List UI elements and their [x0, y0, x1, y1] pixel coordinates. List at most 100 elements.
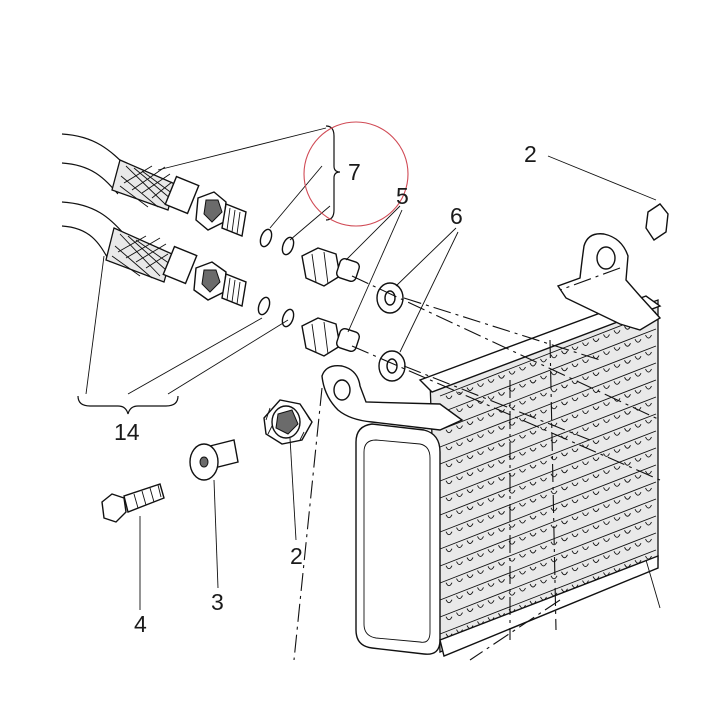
fin-wave: [445, 480, 453, 485]
fin-wave: [603, 487, 610, 491]
fin-wave: [571, 550, 579, 555]
fin-wave: [540, 477, 547, 482]
fin-wave: [550, 490, 558, 495]
fin-wave: [498, 477, 505, 481]
fin-wave: [603, 419, 610, 423]
fin-wave: [645, 385, 652, 390]
fin-wave: [498, 562, 505, 566]
fin-wave: [603, 504, 610, 508]
fin-wave: [477, 604, 484, 608]
fin-wave: [477, 536, 484, 540]
fin-wave: [540, 494, 547, 499]
fin-wave: [487, 379, 495, 383]
fin-wave: [445, 616, 453, 621]
fin-wave: [466, 421, 474, 425]
fin-wave: [613, 347, 621, 351]
fin-wave: [582, 529, 589, 534]
fin-wave: [603, 385, 610, 389]
fin-wave: [445, 531, 453, 536]
fin-wave: [582, 376, 589, 381]
fin-wave: [613, 381, 621, 385]
fin-wave: [634, 491, 642, 496]
fin-wave: [624, 479, 631, 483]
fin-wave: [466, 523, 474, 527]
fin-wave: [645, 521, 652, 526]
fin-wave: [466, 404, 474, 408]
lower-oil-hose: [61, 201, 247, 307]
fin-wave: [561, 469, 568, 474]
fin-wave: [603, 351, 610, 355]
assembly-center-lines: [293, 267, 661, 661]
fin-wave: [498, 494, 505, 498]
fin-wave: [571, 533, 579, 538]
fin-wave: [571, 499, 579, 504]
fin-wave: [456, 544, 463, 549]
fin-wave: [498, 460, 505, 464]
fin-wave: [613, 551, 621, 555]
fin-row: [439, 396, 657, 482]
fin-wave: [624, 394, 631, 398]
fin-wave: [519, 570, 526, 575]
fin-row: [439, 311, 657, 397]
fin-wave: [561, 571, 568, 576]
fin-wave: [519, 536, 526, 541]
fin-wave: [529, 532, 537, 537]
fin-wave: [582, 342, 589, 347]
fin-wave: [550, 371, 558, 376]
fin-wave: [645, 368, 652, 373]
fin-wave: [624, 360, 631, 364]
fin-row: [439, 379, 657, 465]
fin-wave: [487, 549, 495, 553]
fin-row: [439, 498, 657, 584]
fin-wave: [592, 440, 600, 444]
fin-wave: [634, 423, 642, 428]
fin-wave: [456, 425, 463, 430]
fin-wave: [603, 521, 610, 525]
fin-wave: [519, 587, 526, 592]
fin-wave: [529, 549, 537, 554]
fin-wave: [519, 434, 526, 439]
fin-wave: [613, 500, 621, 504]
fin-wave: [498, 426, 505, 430]
fin-wave: [529, 362, 537, 367]
fin-wave: [445, 497, 453, 502]
fin-wave: [571, 414, 579, 419]
fin-wave: [540, 545, 547, 550]
fin-wave: [645, 419, 652, 424]
fin-wave: [624, 377, 631, 381]
fin-wave: [592, 372, 600, 376]
fin-wave: [613, 466, 621, 470]
fin-wave: [487, 447, 495, 451]
callout-4: 4: [134, 611, 147, 637]
fin-wave: [487, 464, 495, 468]
fin-wave: [487, 583, 495, 587]
fin-wave: [445, 599, 453, 604]
fin-wave: [634, 525, 642, 530]
fin-wave: [477, 468, 484, 472]
fin-wave: [519, 553, 526, 558]
fin-wave: [540, 511, 547, 516]
fin-wave: [571, 482, 579, 487]
fin-wave: [550, 558, 558, 563]
fin-wave: [519, 451, 526, 456]
fin-wave: [561, 367, 568, 372]
fin-wave: [592, 338, 600, 342]
fin-wave: [645, 504, 652, 509]
fin-wave: [540, 443, 547, 448]
fin-wave: [603, 402, 610, 406]
fin-row: [439, 413, 657, 499]
fin-wave: [613, 330, 621, 334]
fin-wave: [477, 383, 484, 387]
fin-wave: [624, 462, 631, 466]
fin-wave: [519, 400, 526, 405]
fin-wave: [529, 396, 537, 401]
fin-wave: [498, 443, 505, 447]
fin-wave: [634, 372, 642, 377]
fin-wave: [519, 366, 526, 371]
fin-wave: [466, 574, 474, 578]
fin-wave: [519, 383, 526, 388]
fin-wave: [529, 481, 537, 486]
fin-wave: [624, 445, 631, 449]
fin-wave: [487, 532, 495, 536]
